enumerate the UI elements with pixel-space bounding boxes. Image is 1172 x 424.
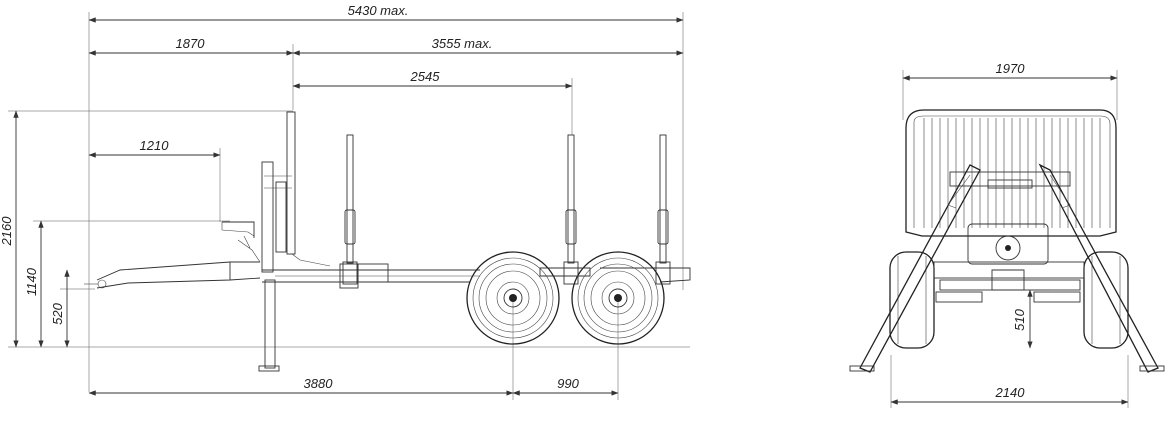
bogie [539, 267, 591, 277]
dimension-overall-length: 5430 max. [88, 3, 684, 392]
wheel-right [1083, 251, 1129, 349]
drawbar [84, 261, 261, 289]
dimension-wheel-clearance: 510 [1012, 289, 1050, 349]
chassis [933, 223, 1085, 303]
dimension-stake-spacing: 2545 [292, 69, 573, 135]
outrigger-left [849, 164, 981, 373]
drawbar-to-frame-label: 1870 [176, 36, 206, 51]
dimension-rear-width: 1970 [902, 61, 1118, 120]
dimension-frame-height: 1140 [24, 220, 230, 348]
wheel-rear [571, 251, 665, 345]
frame-height-label: 1140 [24, 267, 39, 296]
stake-spacing-label: 2545 [410, 69, 441, 84]
dimension-hitch-to-axle: 3880 [88, 300, 619, 400]
dimension-overall-height: 2160 [0, 110, 690, 348]
outrigger-right [1038, 163, 1165, 373]
frame-length-label: 3555 max. [432, 36, 493, 51]
drawbar-reach-label: 1210 [140, 138, 170, 153]
dimension-axle-spacing: 990 [512, 376, 619, 396]
wheel-front [466, 251, 560, 345]
headboard [221, 111, 331, 372]
overall-height-label: 2160 [0, 216, 14, 247]
rear-view: 1970 2140 510 [849, 61, 1165, 408]
track-width-label: 2140 [995, 385, 1026, 400]
trailer-rear [849, 109, 1165, 373]
wheel-clearance-label: 510 [1012, 308, 1027, 330]
main-frame [262, 263, 691, 289]
hitch-height-label: 520 [50, 302, 65, 324]
stakes [342, 134, 671, 285]
axle-spacing-label: 990 [557, 376, 579, 391]
load-cage [905, 109, 1117, 237]
dimension-drawbar-to-frame: 1870 [88, 36, 294, 110]
dimension-hitch-height: 520 [50, 269, 95, 348]
dimension-track-width: 2140 [890, 355, 1129, 408]
wheel-left [889, 251, 935, 349]
overall-length-label: 5430 max. [348, 3, 409, 18]
dimension-drawbar-reach: 1210 [88, 138, 221, 222]
rear-width-label: 1970 [996, 61, 1026, 76]
dimension-frame-length: 3555 max. [292, 36, 684, 56]
hitch-to-axle-label: 3880 [304, 376, 334, 391]
trailer-side [84, 111, 691, 372]
side-view: 5430 max. 1870 3555 max. 2545 1210 3880 [0, 3, 691, 400]
